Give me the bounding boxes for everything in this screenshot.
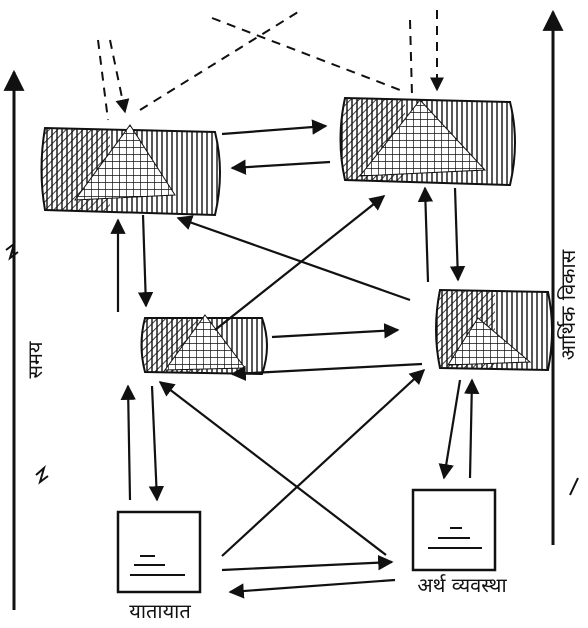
node-middle-left xyxy=(140,314,268,376)
development-axis-label: आर्थिक विकास xyxy=(556,249,580,360)
transport-label: यातायात xyxy=(129,599,191,623)
development-axis xyxy=(542,9,579,545)
time-axis-label: समय xyxy=(23,341,47,378)
connection-arrows xyxy=(110,119,480,599)
node-bottom-right-economy xyxy=(411,488,497,572)
economy-label: अर्थ व्यवस्था xyxy=(417,573,507,597)
node-bottom-left-transport xyxy=(116,510,202,594)
node-middle-right xyxy=(435,288,553,372)
node-top-right xyxy=(339,96,516,187)
node-top-left xyxy=(40,124,221,217)
dashed-input-lines xyxy=(97,10,444,121)
time-axis xyxy=(3,69,49,610)
